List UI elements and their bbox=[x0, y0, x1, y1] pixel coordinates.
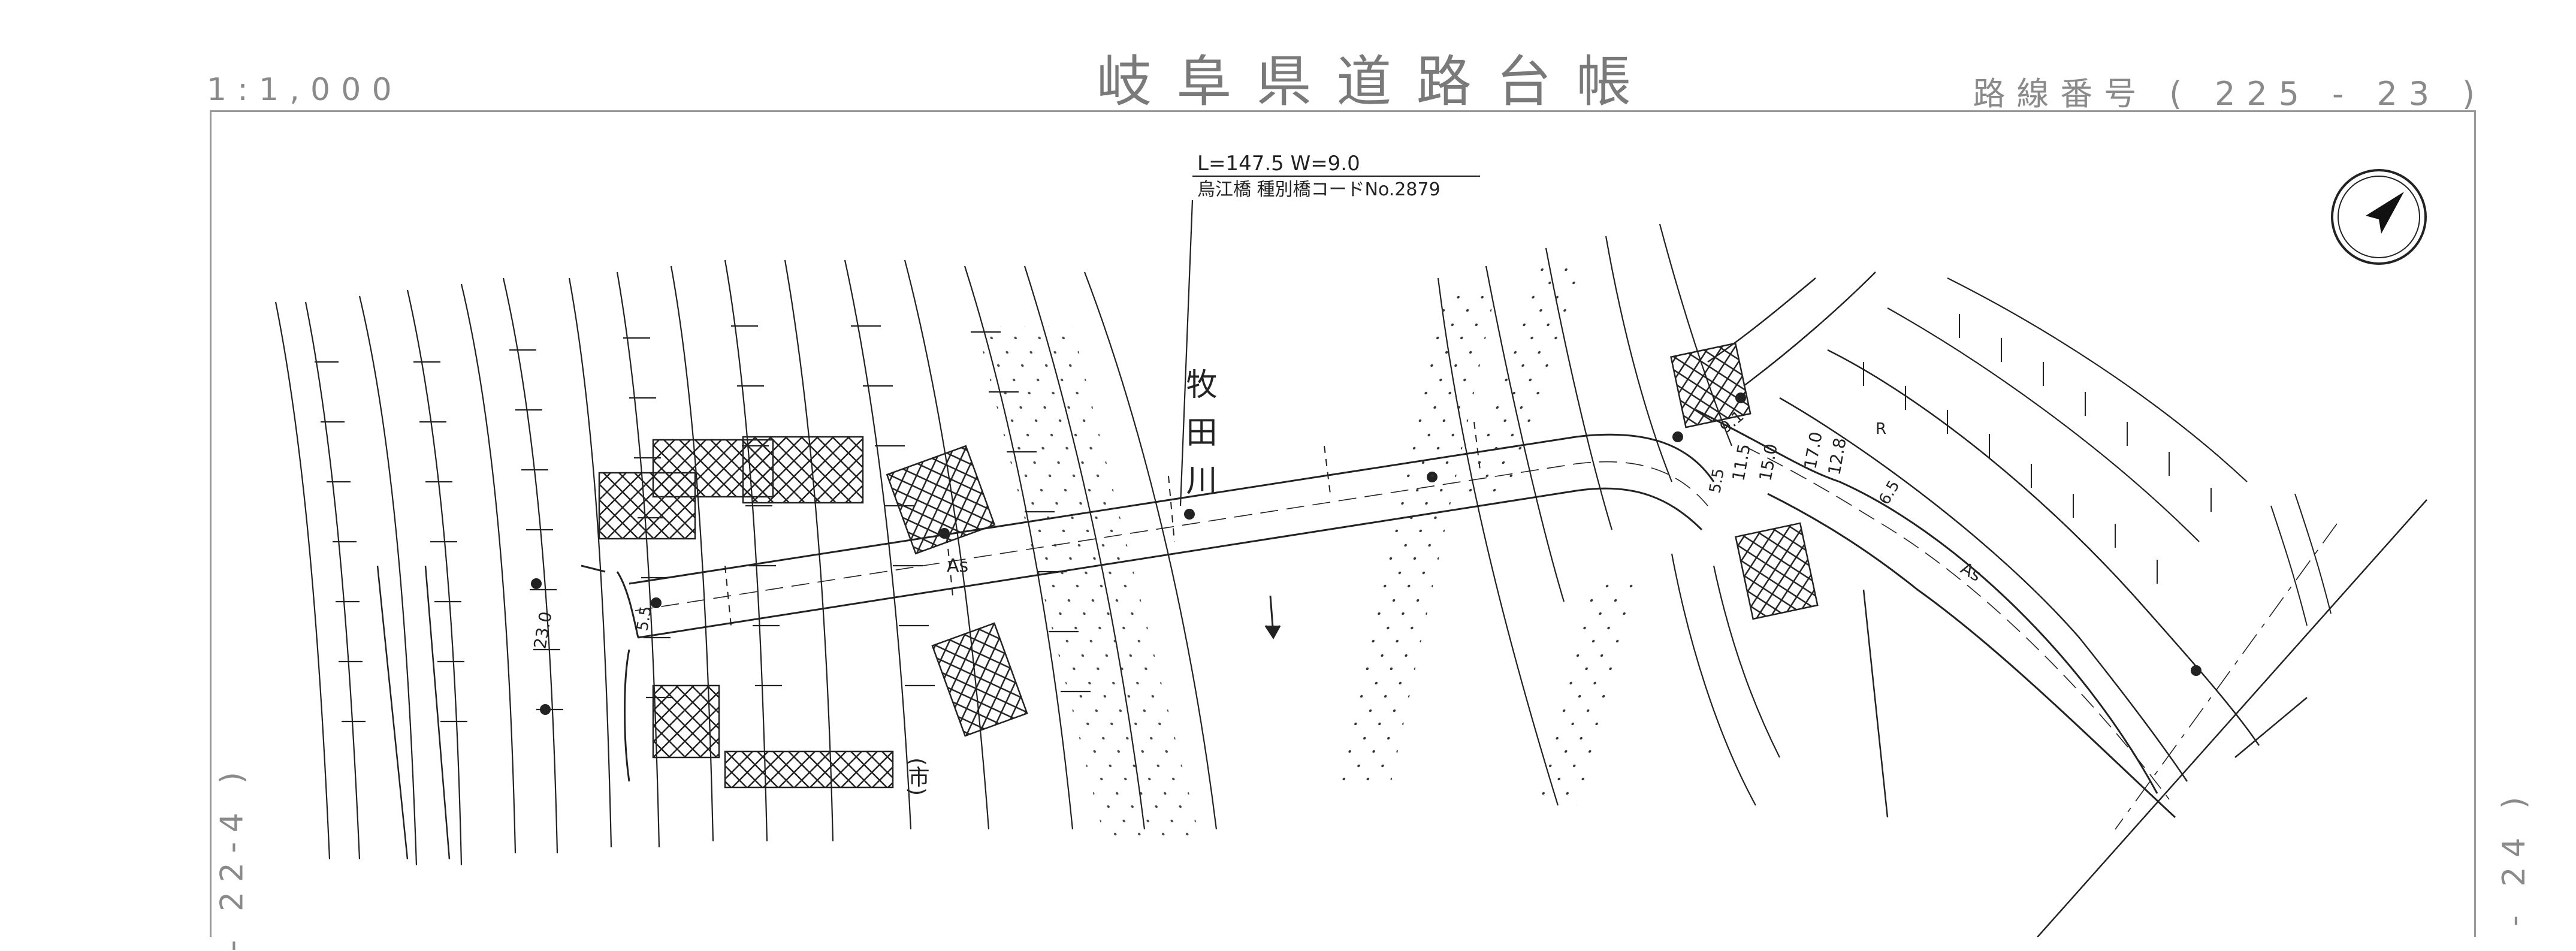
width-55a: 5.5 bbox=[633, 605, 656, 632]
width-128: 12.8 bbox=[1824, 436, 1850, 476]
map-scale: 1:1,000 bbox=[207, 72, 403, 108]
map-frame bbox=[210, 110, 2476, 937]
pavement-label-left: As bbox=[947, 555, 968, 576]
right-dotted-area-a bbox=[1337, 290, 1496, 781]
adjacent-sheet-right: - 24 ) bbox=[2496, 787, 2532, 926]
bridge-dimensions: L=147.5 W=9.0 bbox=[1197, 152, 1360, 176]
right-buildings bbox=[1670, 342, 1819, 620]
right-dotted-area-b bbox=[1463, 266, 1586, 494]
width-55b: 5.5 bbox=[1706, 467, 1728, 494]
road-map: L=147.5 W=9.0 烏江橋 種別橋コードNo.2879 牧田川 bbox=[274, 152, 2427, 937]
bridge-annotation bbox=[1179, 175, 1480, 506]
right-dotted-area-c bbox=[1534, 578, 1639, 805]
pavement-label-right: As bbox=[1958, 558, 1985, 585]
flow-arrow-icon bbox=[1264, 595, 1281, 639]
route-number: 路線番号 ( 225 - 23 ) bbox=[1973, 75, 2486, 113]
width-115: 11.5 bbox=[1728, 442, 1754, 482]
left-side-road bbox=[376, 565, 451, 860]
river-label: 牧田川 bbox=[1180, 368, 1216, 512]
road-mark-r: R bbox=[1876, 420, 1886, 438]
main-road bbox=[581, 421, 1715, 782]
left-dotted-area bbox=[976, 326, 1201, 841]
city-road-mark: (市) bbox=[905, 757, 929, 796]
left-buildings bbox=[598, 436, 1028, 789]
page-title: 岐阜県道路台帳 bbox=[1097, 50, 1656, 114]
width-23: 23.0 bbox=[530, 610, 555, 650]
north-arrow-icon bbox=[2331, 169, 2427, 265]
width-170: 17.0 bbox=[1800, 430, 1826, 470]
bridge-name-code: 烏江橋 種別橋コードNo.2879 bbox=[1197, 179, 1440, 200]
width-150: 15.0 bbox=[1755, 442, 1781, 482]
right-curved-road bbox=[1695, 271, 2427, 937]
right-hachures bbox=[1863, 314, 2332, 626]
